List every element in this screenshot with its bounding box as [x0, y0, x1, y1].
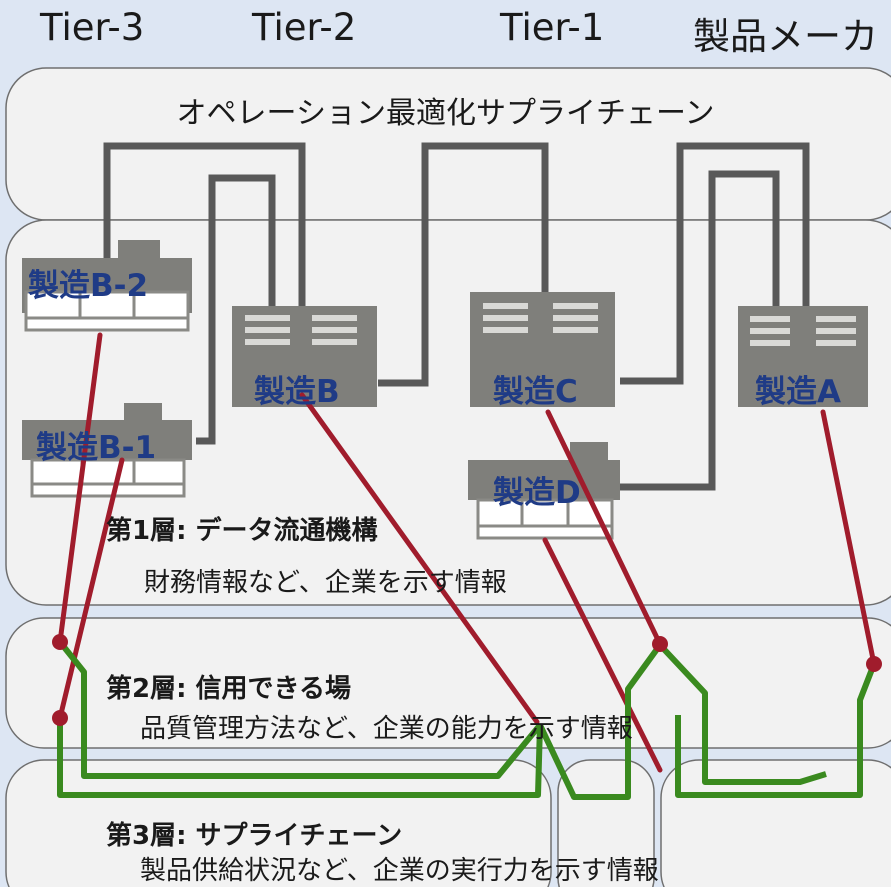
factory-b1-body [22, 420, 192, 460]
factory-a-stripe-3 [750, 340, 790, 346]
factory-d-roof [570, 442, 608, 462]
operation-connectors [103, 142, 810, 491]
layer2-panel [5, 617, 891, 749]
factory-c-stripe-1 [483, 303, 528, 309]
factory-b-stripe-2 [245, 327, 290, 333]
tier-2-label: Tier-2 [252, 6, 357, 49]
factory-a-stripe-5 [816, 328, 856, 334]
factory-b-stripe-1 [245, 315, 290, 321]
factory-b1-roof [124, 403, 162, 423]
trust-lines [57, 332, 877, 773]
layer1-desc: 財務情報など、企業を示す情報 [144, 568, 507, 598]
factory-b2-base [24, 290, 190, 332]
chain-line-bc [537, 642, 708, 800]
layer3-title: 第3層: サプライチェーン [106, 821, 403, 851]
node-a [866, 656, 882, 672]
factory-d-label: 製造D [493, 475, 581, 511]
factory-b2-label: 製造B-2 [28, 268, 149, 304]
factory-a-stripe-2 [750, 328, 790, 334]
layer1-title: 第1層: データ流通機構 [106, 516, 378, 546]
factory-b-body [232, 306, 377, 407]
factory-d [468, 442, 620, 540]
factory-b-label: 製造B [254, 374, 340, 410]
chain-line-b1 [57, 718, 543, 798]
trust-line-b [299, 392, 540, 725]
connector-c-a [620, 142, 810, 385]
connector-b2-b [103, 142, 306, 310]
factory-b1-base [30, 458, 186, 498]
layer2-title: 第2層: 信用できる場 [106, 674, 352, 704]
tier-1-label: Tier-1 [500, 6, 605, 49]
layer3-desc: 製品供給状況など、企業の実行力を示す情報 [140, 856, 659, 886]
trust-line-b2 [57, 332, 103, 645]
factory-b1-label: 製造B-1 [36, 430, 157, 466]
trust-line-a [820, 409, 877, 667]
factory-c-stripe-3 [483, 327, 528, 333]
node-c [652, 636, 668, 652]
factory-a-stripe-1 [750, 316, 790, 322]
chain-line-a [675, 662, 877, 798]
trust-line-b1 [57, 457, 125, 721]
chain-line-da [702, 771, 827, 785]
factory-b1 [22, 403, 192, 498]
factory-b-stripe-4 [312, 315, 357, 321]
factory-a-stripe-6 [816, 340, 856, 346]
connector-b-c [378, 142, 549, 387]
factory-a-stripe-4 [816, 316, 856, 322]
factory-b-stripe-3 [245, 339, 290, 345]
trust-line-d [542, 537, 663, 773]
factory-c-stripe-5 [553, 315, 598, 321]
factory-b-stripe-5 [312, 327, 357, 333]
factory-b2-roof [118, 240, 160, 260]
layer1-panel [5, 219, 891, 606]
chain-nodes [52, 634, 882, 726]
factory-a-body [738, 306, 868, 407]
factory-c [470, 292, 615, 407]
layer3-panel-left [5, 759, 552, 887]
operation-panel-title: オペレーション最適化サプライチェーン [176, 96, 715, 131]
factory-d-base [476, 498, 614, 540]
node-b1 [52, 710, 68, 726]
manufacturer-label: 製品メーカ [693, 15, 878, 58]
factory-c-stripe-4 [553, 303, 598, 309]
factory-c-label: 製造C [493, 374, 578, 410]
connector-d-a [606, 170, 780, 491]
chain-line-b2 [57, 640, 543, 779]
factory-a [738, 306, 868, 407]
factory-c-body [470, 292, 615, 407]
connector-b1-b [196, 174, 276, 445]
factory-c-stripe-6 [553, 327, 598, 333]
tier-3-label: Tier-3 [40, 6, 145, 49]
factory-b [232, 306, 377, 407]
layer3-panel-right [660, 759, 891, 887]
panels [5, 67, 891, 887]
factory-a-label: 製造A [755, 374, 841, 410]
layer2-desc: 品質管理方法など、企業の能力を示す情報 [140, 714, 633, 744]
chain-lines [57, 640, 877, 800]
factory-d-body [468, 460, 620, 500]
factory-c-stripe-2 [483, 315, 528, 321]
node-b2 [52, 634, 68, 650]
factory-b-stripe-6 [312, 339, 357, 345]
trust-line-c [545, 409, 663, 647]
factory-b2 [22, 240, 192, 332]
